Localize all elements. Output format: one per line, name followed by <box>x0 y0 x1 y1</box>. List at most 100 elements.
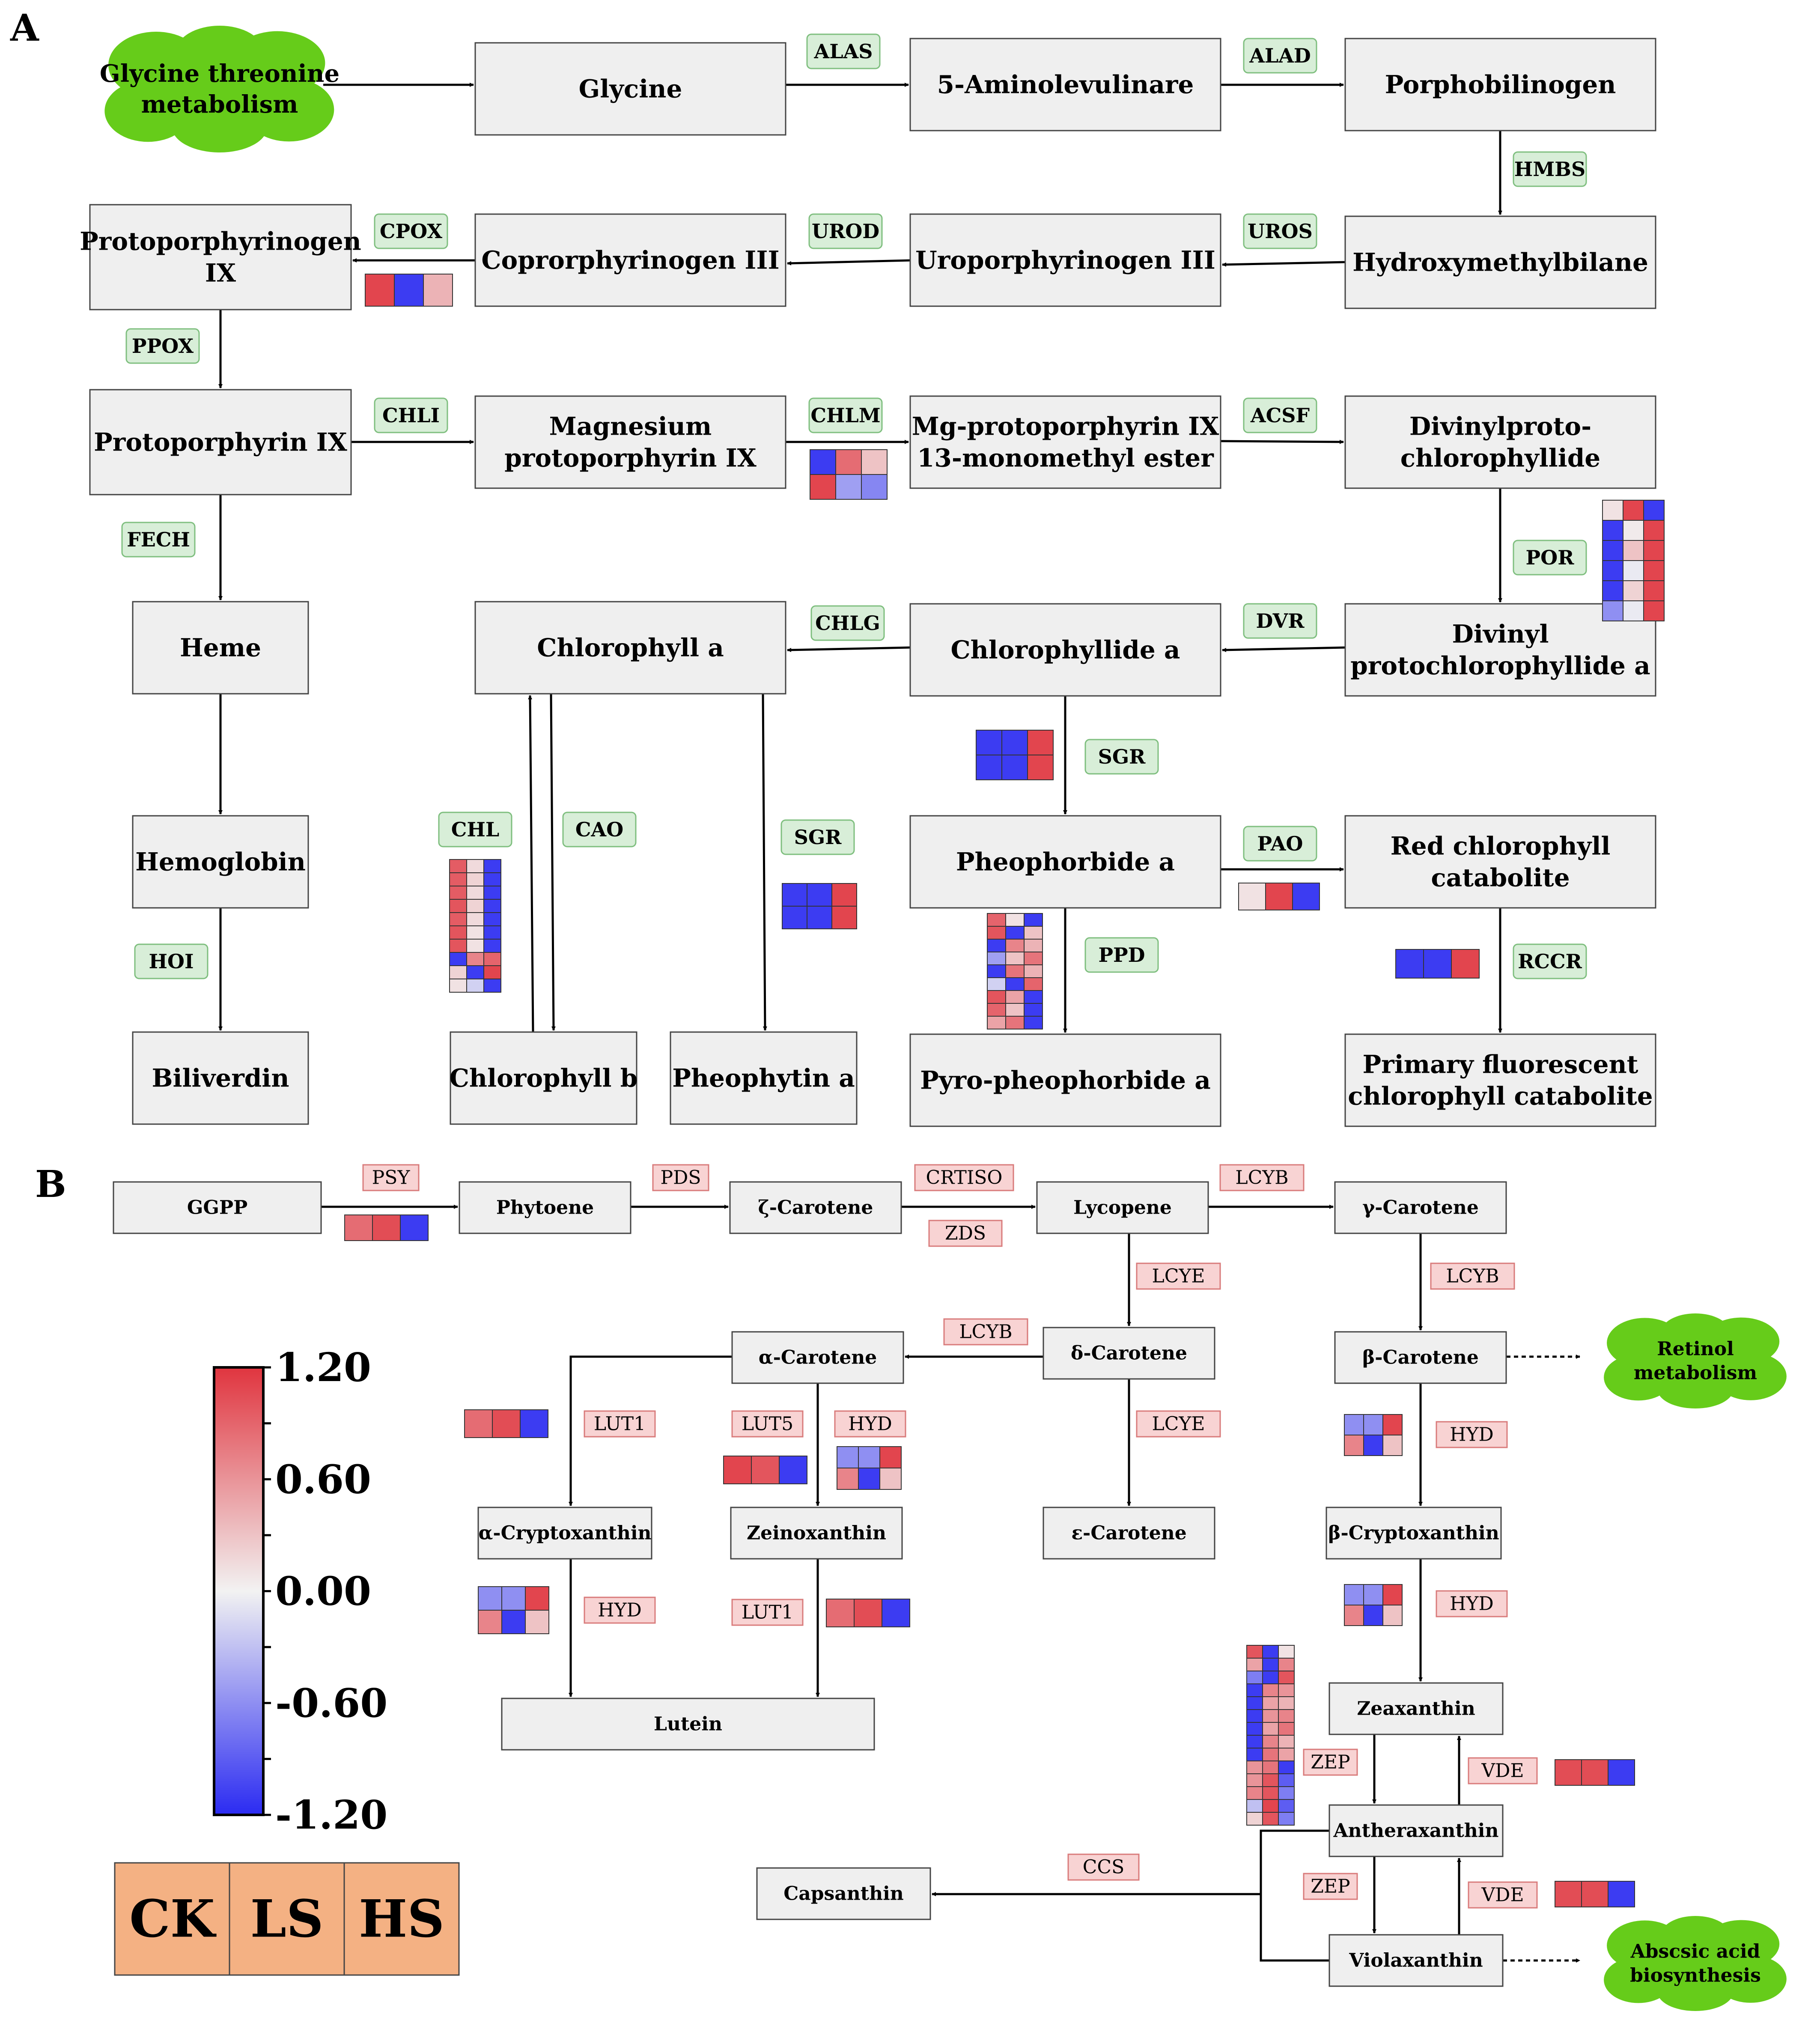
divinyl-protochlorophyllide-label-line-2: chlorophyllide <box>1400 444 1600 473</box>
mg-protoporphyrin-box <box>474 395 786 489</box>
chlm-heatmap-cell <box>861 449 888 475</box>
ccs-enzyme-label: CCS <box>1083 1856 1124 1878</box>
ggpp-label: GGPP <box>187 1197 247 1219</box>
psy-enzyme-label: PSY <box>372 1167 411 1189</box>
sgr2-enzyme-label: SGR <box>794 826 842 849</box>
zds-enzyme-box <box>928 1220 1003 1247</box>
zep1-enzyme: ZEP <box>1303 1749 1358 1776</box>
ppox-enzyme-box <box>125 328 200 364</box>
acsf-enzyme: ACSF <box>1243 397 1317 433</box>
lycopene-box <box>1036 1181 1209 1234</box>
hyd2-heatmap-cell <box>1363 1435 1383 1456</box>
zep1-heatmap-cell <box>1278 1658 1295 1671</box>
zep1-heatmap-cell <box>1246 1658 1263 1671</box>
ppd-heatmap-cell <box>987 952 1006 965</box>
hyd4-heatmap-cell <box>1363 1584 1383 1605</box>
hyd2-heatmap <box>1344 1414 1403 1456</box>
alpha-carotene-box <box>731 1331 904 1384</box>
coproporphyrinogen-box <box>474 213 786 307</box>
clouds-layer: Glycine threoninemetabolismRetinolmetabo… <box>100 26 1787 2011</box>
ppd-heatmap-cell <box>1024 1016 1043 1029</box>
arrow-ester-to-divinyl <box>1220 439 1344 444</box>
zep1-heatmap-cell <box>1262 1645 1279 1659</box>
protoporphyrinogen-box <box>89 204 352 310</box>
cpox-enzyme-box <box>374 213 448 249</box>
mg-proto-ester-label-line-2: 13-monomethyl ester <box>917 444 1214 473</box>
cpox-heatmap-cell <box>365 274 395 307</box>
por-enzyme-box <box>1513 540 1587 576</box>
legend-cell <box>229 1862 345 1976</box>
hyd4-heatmap <box>1344 1584 1403 1626</box>
hyd2-heatmap-cell <box>1363 1414 1383 1435</box>
psy-heatmap <box>344 1214 429 1241</box>
hyd3-heatmap-cell <box>501 1586 526 1611</box>
chl-heatmap-cell <box>449 925 467 940</box>
epsilon-carotene-label: ε-Carotene <box>1071 1522 1186 1544</box>
hyd1-heatmap-cell <box>858 1468 880 1490</box>
biliverdin-box <box>132 1031 309 1125</box>
hyd1-heatmap <box>837 1446 902 1490</box>
por-heatmap-cell <box>1643 500 1665 521</box>
fech-enzyme: FECH <box>121 522 196 558</box>
gamma-carotene-node: γ-Carotene <box>1334 1181 1507 1234</box>
psy-enzyme-box <box>362 1164 420 1191</box>
dvr-enzyme: DVR <box>1243 603 1317 639</box>
zep1-heatmap-cell <box>1262 1799 1279 1813</box>
chlm-enzyme-box <box>808 397 883 433</box>
lut1b-heatmap <box>826 1599 910 1627</box>
beta-carotene-node: β-Carotene <box>1334 1331 1507 1384</box>
chl-heatmap-cell <box>449 899 467 913</box>
rccr-heatmap-cell <box>1395 949 1424 979</box>
chlm-heatmap-cell <box>810 474 836 500</box>
glycine-threonine-label-line-1: Glycine threonine <box>100 60 340 88</box>
biliverdin-node: Biliverdin <box>132 1031 309 1125</box>
hyd1-heatmap-cell <box>837 1446 859 1468</box>
ppd-heatmap-cell <box>987 1016 1006 1029</box>
legend-ck-label: CK <box>129 1889 217 1949</box>
color-scale-label: 1.20 <box>275 1344 371 1390</box>
urod-enzyme-box <box>808 213 883 249</box>
ppd-heatmap-cell <box>987 977 1006 991</box>
zep1-heatmap-cell <box>1278 1709 1295 1723</box>
lut1a-heatmap-cell <box>464 1409 493 1438</box>
chl-heatmap-cell <box>466 912 484 926</box>
hyd2-heatmap-cell <box>1382 1414 1403 1435</box>
lcyb3-enzyme-box <box>1430 1262 1515 1290</box>
vde1-enzyme-label: VDE <box>1481 1760 1524 1782</box>
zep1-heatmap-cell <box>1246 1760 1263 1774</box>
hyd3-enzyme-label: HYD <box>598 1599 642 1621</box>
color-scale-label: -0.60 <box>275 1680 387 1726</box>
lut1a-enzyme-box <box>584 1410 656 1438</box>
abscisic-label-line-2: biosynthesis <box>1630 1965 1761 1987</box>
lcyb2-enzyme-box <box>943 1318 1028 1346</box>
delta-carotene-box <box>1043 1327 1215 1380</box>
por-heatmap-cell <box>1623 580 1644 601</box>
ccs-enzyme: CCS <box>1067 1853 1140 1881</box>
porphobilinogen-box <box>1344 38 1656 131</box>
hmbs-enzyme-box <box>1513 151 1587 187</box>
arrows-layer <box>218 83 1580 1963</box>
pao-heatmap <box>1238 883 1320 910</box>
hyd1-heatmap-cell <box>858 1446 880 1468</box>
sgr1-heatmap-cell <box>1027 755 1054 780</box>
ppox-enzyme-label: PPOX <box>132 334 194 358</box>
mg-protoporphyrin-label-line-2: protoporphyrin IX <box>504 444 757 473</box>
chli-enzyme-label: CHLI <box>382 404 440 427</box>
ppd-heatmap-cell <box>1024 913 1043 927</box>
cpox-enzyme: CPOX <box>374 213 448 249</box>
por-heatmap-cell <box>1602 500 1623 521</box>
zep1-heatmap-cell <box>1278 1671 1295 1684</box>
chlorophyll-a-node: Chlorophyll a <box>474 601 786 695</box>
hyd3-heatmap-cell <box>525 1586 549 1611</box>
fech-enzyme-label: FECH <box>127 528 190 551</box>
uroporphyrinogen-node: Uroporphyrinogen III <box>909 213 1221 307</box>
ppd-heatmap-cell <box>1024 1003 1043 1017</box>
lut1b-enzyme: LUT1 <box>731 1599 804 1626</box>
hemoglobin-box <box>132 815 309 909</box>
crtiso-enzyme-box <box>914 1164 1014 1191</box>
por-heatmap-cell <box>1643 560 1665 581</box>
